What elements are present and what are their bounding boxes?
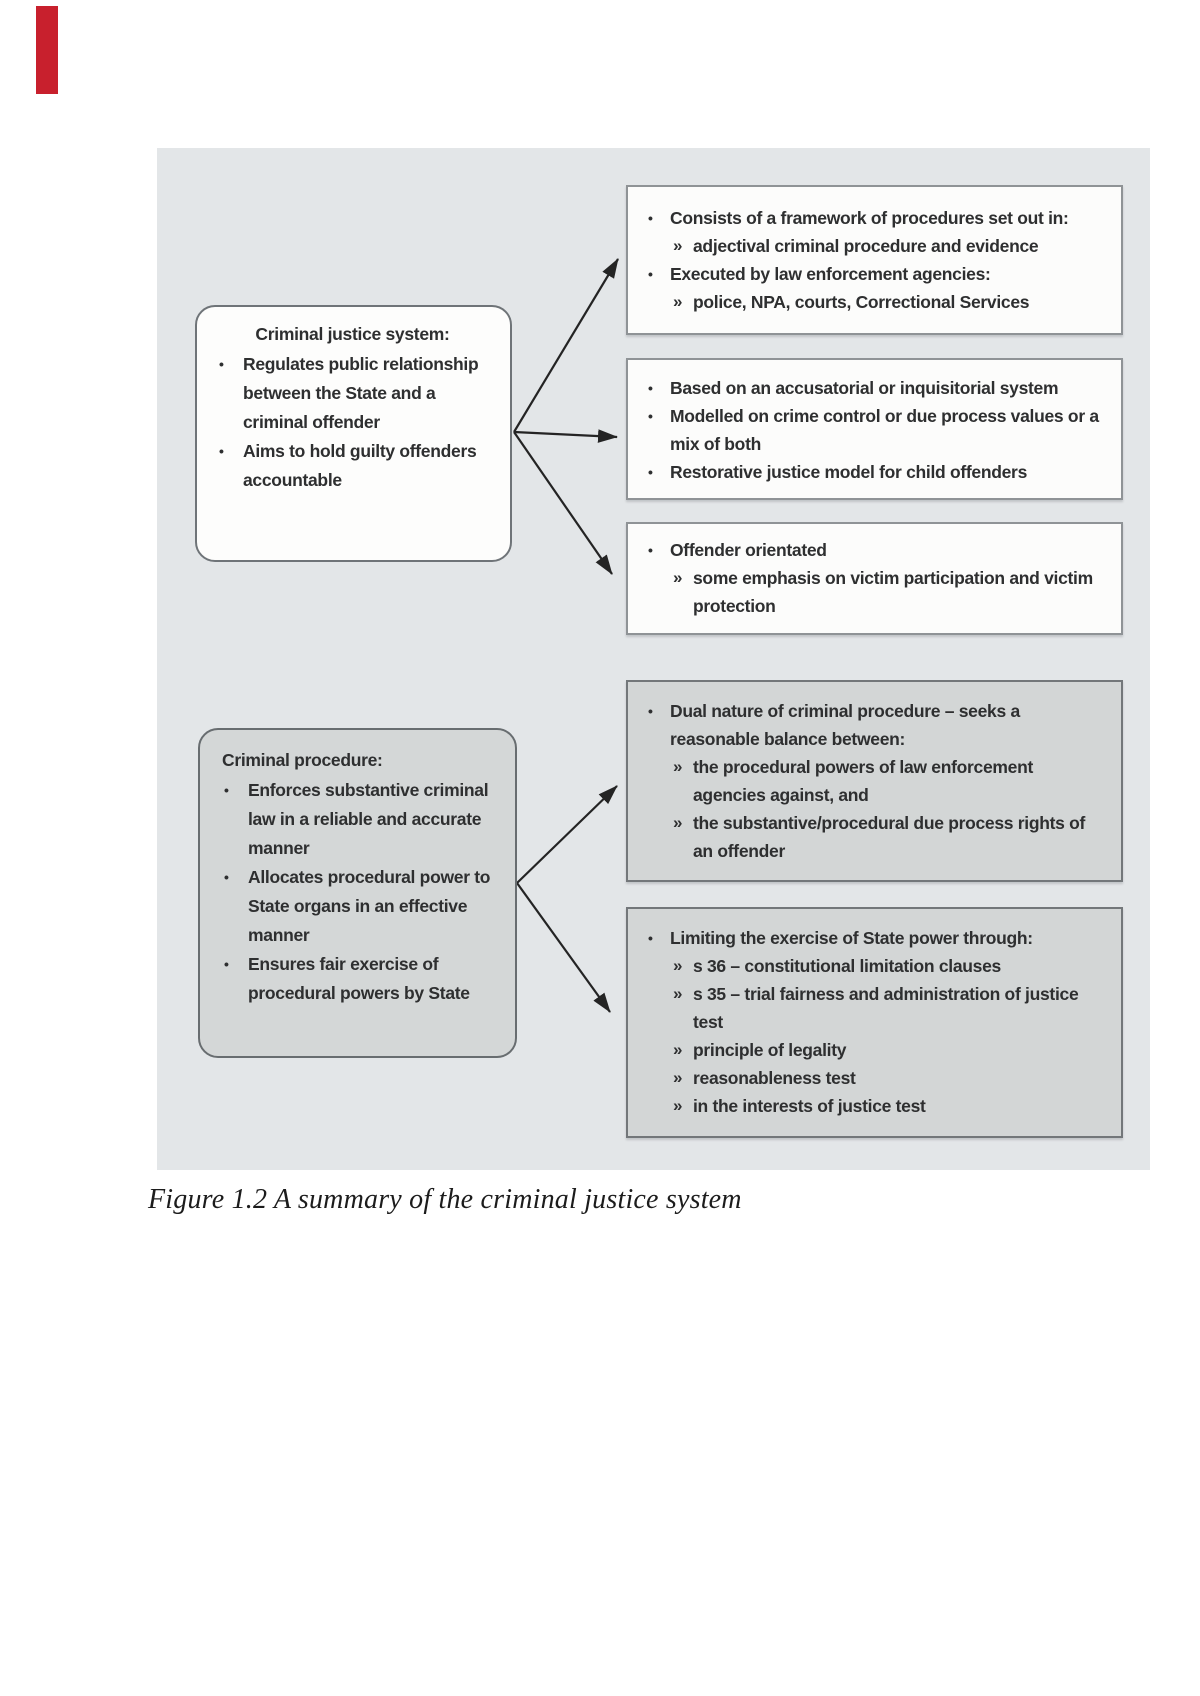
bullet-list: • Regulates public relationship between t…	[217, 350, 498, 495]
box-dual-nature: • Dual nature of criminal procedure – see…	[626, 680, 1123, 882]
bullet-marker: •	[224, 782, 229, 798]
box-title: Criminal procedure:	[222, 750, 383, 770]
bullet-list: • Offender orientated » some emphasis on vi…	[646, 536, 1101, 620]
item-text: some emphasis on victim participation an…	[693, 568, 1093, 616]
bullet-item: • Consists of a framework of procedures s…	[646, 204, 1101, 232]
item-text: adjectival criminal procedure and eviden…	[693, 236, 1039, 256]
item-text: Modelled on crime control or due process…	[670, 406, 1099, 454]
item-text: Executed by law enforcement agencies:	[670, 264, 991, 284]
item-text: Limiting the exercise of State power thr…	[670, 928, 1033, 948]
box-criminal-justice-system: Criminal justice system: • Regulates publ…	[195, 305, 512, 562]
sub-bullet-item: » principle of legality	[673, 1036, 1101, 1064]
bullet-item: • Modelled on crime control or due proces…	[646, 402, 1101, 458]
sub-bullet-marker: »	[673, 813, 683, 832]
item-text: Based on an accusatorial or inquisitoria…	[670, 378, 1059, 398]
bullet-marker: •	[219, 356, 224, 372]
item-text: Enforces substantive criminal law in a r…	[248, 780, 489, 858]
sub-bullet-item: » the substantive/procedural due process …	[673, 809, 1101, 865]
criminal-justice-diagram: Criminal justice system: • Regulates publ…	[157, 148, 1150, 1170]
sub-bullet-item: » the procedural powers of law enforcemen…	[673, 753, 1101, 809]
box-title: Criminal justice system:	[255, 324, 450, 344]
item-text: Dual nature of criminal procedure – seek…	[670, 701, 1020, 749]
box-offender-orientated: • Offender orientated » some emphasis on vi…	[626, 522, 1123, 635]
box-criminal-procedure: Criminal procedure: • Enforces substantiv…	[198, 728, 517, 1058]
bullet-marker: •	[219, 443, 224, 459]
item-text: police, NPA, courts, Correctional Servic…	[693, 292, 1030, 312]
item-text: Allocates procedural power to State orga…	[248, 867, 491, 945]
bullet-item: • Based on an accusatorial or inquisitori…	[646, 374, 1101, 402]
sub-bullet-item: » reasonableness test	[673, 1064, 1101, 1092]
item-text: Restorative justice model for child offe…	[670, 462, 1027, 482]
item-text: the procedural powers of law enforcement…	[693, 757, 1034, 805]
sub-bullet-item: » some emphasis on victim participation a…	[673, 564, 1101, 620]
sub-bullet-marker: »	[673, 236, 683, 255]
bullet-item: • Limiting the exercise of State power th…	[646, 924, 1101, 952]
arrow-to-dual-nature-box	[516, 785, 618, 884]
bullet-item: • Enforces substantive criminal law in a …	[222, 776, 505, 863]
bullet-marker: •	[648, 930, 653, 946]
bullet-item: • Aims to hold guilty offenders accountab…	[217, 437, 498, 495]
arrow-to-system-models-box	[513, 429, 618, 443]
sub-bullet-marker: »	[673, 1040, 683, 1059]
bullet-item: • Restorative justice model for child off…	[646, 458, 1101, 486]
box-framework-procedures: • Consists of a framework of procedures s…	[626, 185, 1123, 335]
bullet-item: • Executed by law enforcement agencies:	[646, 260, 1101, 288]
box-limiting-state-power: • Limiting the exercise of State power th…	[626, 907, 1123, 1138]
item-text: Regulates public relationship between th…	[243, 354, 479, 432]
bullet-list: • Based on an accusatorial or inquisitori…	[646, 374, 1101, 486]
bullet-marker: •	[648, 703, 653, 719]
sub-bullet-marker: »	[673, 1096, 683, 1115]
sub-bullet-item: » police, NPA, courts, Correctional Servi…	[673, 288, 1101, 316]
sub-bullet-item: » s 36 – constitutional limitation clause…	[673, 952, 1101, 980]
sub-bullet-item: » in the interests of justice test	[673, 1092, 1101, 1120]
bullet-marker: •	[648, 542, 653, 558]
item-text: Ensures fair exercise of procedural powe…	[248, 954, 470, 1003]
bullet-list: • Dual nature of criminal procedure – see…	[646, 697, 1101, 865]
bullet-marker: •	[648, 266, 653, 282]
bullet-marker: •	[648, 210, 653, 226]
bullet-marker: •	[648, 380, 653, 396]
item-text: principle of legality	[693, 1040, 847, 1060]
bullet-item: • Allocates procedural power to State org…	[222, 863, 505, 950]
sub-bullet-marker: »	[673, 1068, 683, 1087]
figure-caption: Figure 1.2 A summary of the criminal jus…	[148, 1184, 742, 1215]
item-text: in the interests of justice test	[693, 1096, 926, 1116]
bullet-marker: •	[224, 956, 229, 972]
bullet-list: • Enforces substantive criminal law in a …	[222, 776, 505, 1008]
bullet-marker: •	[648, 464, 653, 480]
sub-bullet-marker: »	[673, 292, 683, 311]
item-text: s 36 – constitutional limitation clauses	[693, 956, 1001, 976]
item-text: s 35 – trial fairness and administration…	[693, 984, 1079, 1032]
bullet-list: • Consists of a framework of procedures s…	[646, 204, 1101, 316]
bullet-item: • Ensures fair exercise of procedural pow…	[222, 950, 505, 1008]
bullet-item: • Dual nature of criminal procedure – see…	[646, 697, 1101, 753]
item-text: Consists of a framework of procedures se…	[670, 208, 1069, 228]
sub-bullet-item: » s 35 – trial fairness and administratio…	[673, 980, 1101, 1036]
item-text: Aims to hold guilty offenders accountabl…	[243, 441, 477, 490]
sub-bullet-marker: »	[673, 568, 683, 587]
arrow-to-offender-orientated-box	[513, 431, 613, 575]
arrow-layer	[513, 258, 619, 1013]
sub-bullet-marker: »	[673, 984, 683, 1003]
sub-bullet-marker: »	[673, 956, 683, 975]
arrow-to-framework-box	[513, 258, 619, 433]
sub-bullet-item: » adjectival criminal procedure and evide…	[673, 232, 1101, 260]
box-system-models: • Based on an accusatorial or inquisitori…	[626, 358, 1123, 500]
bullet-list: • Limiting the exercise of State power th…	[646, 924, 1101, 1120]
bullet-marker: •	[648, 408, 653, 424]
red-margin-mark	[36, 6, 58, 94]
sub-bullet-marker: »	[673, 757, 683, 776]
item-text: reasonableness test	[693, 1068, 856, 1088]
item-text: the substantive/procedural due process r…	[693, 813, 1086, 861]
bullet-item: • Regulates public relationship between t…	[217, 350, 498, 437]
bullet-item: • Offender orientated	[646, 536, 1101, 564]
arrow-to-limiting-power-box	[516, 882, 611, 1013]
item-text: Offender orientated	[670, 540, 827, 560]
bullet-marker: •	[224, 869, 229, 885]
